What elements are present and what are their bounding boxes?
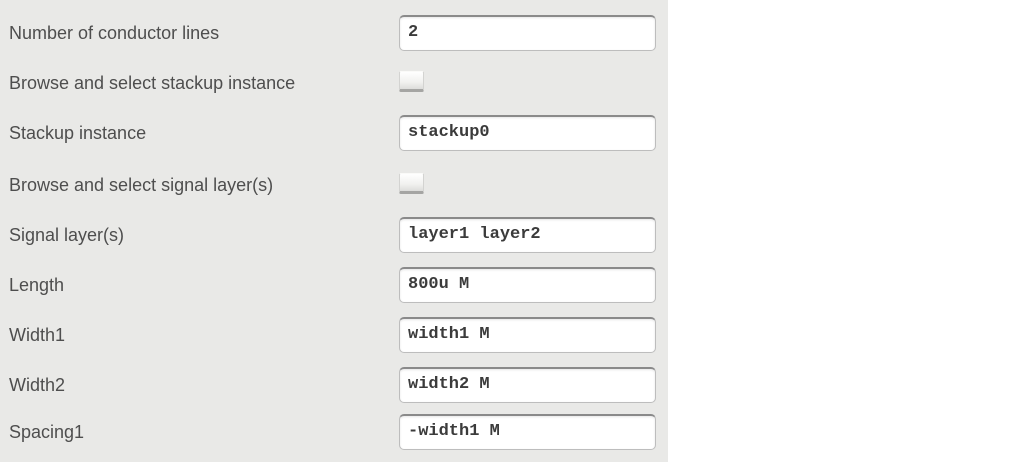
number-of-conductor-lines-label: Number of conductor lines <box>9 23 220 43</box>
form-row: Signal layer(s) <box>0 210 668 260</box>
width2-label: Width2 <box>9 375 66 395</box>
form-row: Browse and select stackup instance <box>0 58 668 108</box>
length-label: Length <box>9 275 65 295</box>
stackup-instance-input[interactable] <box>399 115 656 151</box>
form-row: Stackup instance <box>0 108 668 158</box>
stackup-instance-label: Stackup instance <box>9 123 147 143</box>
width2-input[interactable] <box>399 367 656 403</box>
spacing1-label: Spacing1 <box>9 422 85 442</box>
form-row: Spacing1 <box>0 407 668 457</box>
browse-stackup-instance-label: Browse and select stackup instance <box>9 73 296 93</box>
spacing1-input[interactable] <box>399 414 656 450</box>
signal-layers-label: Signal layer(s) <box>9 225 125 245</box>
browse-signal-layers-checkbox[interactable] <box>399 173 424 194</box>
form-row: Number of conductor lines <box>0 8 668 58</box>
browse-signal-layers-label: Browse and select signal layer(s) <box>9 175 274 195</box>
length-input[interactable] <box>399 267 656 303</box>
conductor-lines-form-panel: Number of conductor lines Browse and sel… <box>0 0 668 462</box>
form-row: Length <box>0 260 668 310</box>
number-of-conductor-lines-input[interactable] <box>399 15 656 51</box>
form-row: Width2 <box>0 360 668 410</box>
form-row: Browse and select signal layer(s) <box>0 160 668 210</box>
signal-layers-input[interactable] <box>399 217 656 253</box>
width1-label: Width1 <box>9 325 66 345</box>
form-row: Width1 <box>0 310 668 360</box>
width1-input[interactable] <box>399 317 656 353</box>
browse-stackup-instance-checkbox[interactable] <box>399 71 424 92</box>
